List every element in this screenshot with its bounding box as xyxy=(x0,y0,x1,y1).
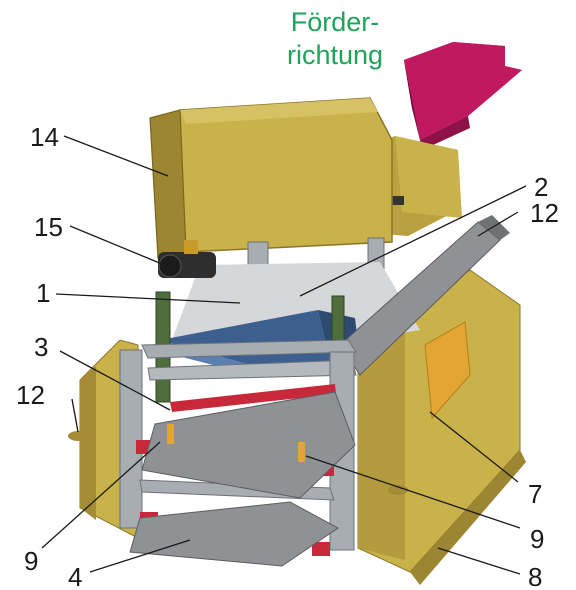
floor-plate xyxy=(170,262,420,345)
bracket-left xyxy=(167,424,174,444)
foot-pad-right xyxy=(388,485,408,495)
direction-label-line1: Förder- xyxy=(290,7,380,37)
callout-4: 4 xyxy=(68,562,82,590)
top-hood xyxy=(149,97,393,259)
bracket-right xyxy=(298,442,305,462)
conveying-direction-label: Förder- richtung xyxy=(250,6,420,72)
direction-label-line2: richtung xyxy=(286,40,384,70)
callout-8: 8 xyxy=(528,562,542,590)
foot-pad-left xyxy=(68,431,88,441)
callout-14: 14 xyxy=(30,122,59,152)
callout-1: 1 xyxy=(36,278,50,308)
callout-9-right: 9 xyxy=(530,524,544,554)
leader-lines xyxy=(41,135,527,575)
callout-12-left: 12 xyxy=(16,380,45,410)
callout-15: 15 xyxy=(34,212,63,242)
callout-12-top: 12 xyxy=(530,198,559,228)
callout-2: 2 xyxy=(534,172,548,202)
callout-labels: 14 2 12 15 1 3 12 7 9 9 4 8 xyxy=(16,122,559,590)
drive-motor xyxy=(158,240,216,278)
right-side-wall xyxy=(357,269,526,585)
callout-9-left: 9 xyxy=(24,546,38,576)
tilt-plates xyxy=(129,391,356,567)
direction-arrow-icon xyxy=(404,42,522,150)
callout-3: 3 xyxy=(34,332,48,362)
callout-7: 7 xyxy=(528,479,542,509)
